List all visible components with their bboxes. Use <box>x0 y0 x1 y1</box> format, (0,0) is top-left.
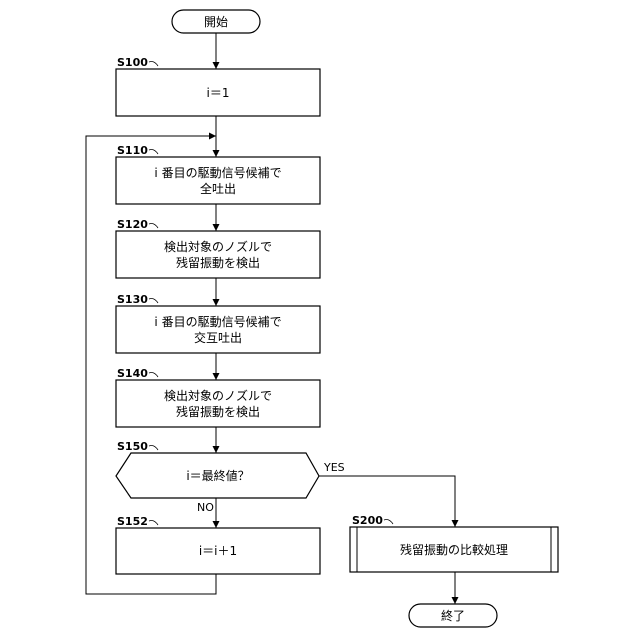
s100-step-label: S100 <box>117 56 148 69</box>
s150-line-1: i＝最終値？ <box>186 468 249 483</box>
edge-loop-back <box>86 136 216 594</box>
s100-label-tick <box>149 62 158 67</box>
s130-line-2: 交互吐出 <box>194 330 242 345</box>
s110-line-1: i 番目の駆動信号候補で <box>154 166 281 180</box>
s120-step-label: S120 <box>117 218 148 231</box>
start-terminal-text: 開始 <box>204 15 228 29</box>
s200-label-tick <box>384 520 393 525</box>
yes-branch-label: YES <box>323 461 345 474</box>
s130-process-box <box>116 306 320 353</box>
s130-step-label: S130 <box>117 293 148 306</box>
s130-label-tick <box>149 299 158 304</box>
s100-line-1: i＝1 <box>207 86 230 100</box>
s200-step-label: S200 <box>352 514 383 527</box>
end-terminal-text: 終了 <box>441 608 465 623</box>
s150-step-label: S150 <box>117 440 148 453</box>
s152-step-label: S152 <box>117 515 148 528</box>
s140-process-box <box>116 380 320 427</box>
s140-label-tick <box>149 373 158 378</box>
s110-line-2: 全吐出 <box>200 181 236 196</box>
s200-line-1: 残留振動の比較処理 <box>400 542 508 557</box>
s140-step-label: S140 <box>117 367 148 380</box>
s120-line-1: 検出対象のノズルで <box>164 239 272 254</box>
s120-label-tick <box>149 224 158 229</box>
s110-process-box <box>116 157 320 204</box>
no-branch-label: NO <box>197 501 214 514</box>
s152-line-1: i＝i＋1 <box>199 544 237 558</box>
s110-step-label: S110 <box>117 144 148 157</box>
s120-line-2: 残留振動を検出 <box>176 256 260 270</box>
s120-process-box <box>116 231 320 278</box>
s140-line-1: 検出対象のノズルで <box>164 388 272 403</box>
s130-line-1: i 番目の駆動信号候補で <box>154 315 281 329</box>
s152-label-tick <box>149 521 158 526</box>
s150-label-tick <box>149 446 158 451</box>
s110-label-tick <box>149 150 158 155</box>
s140-line-2: 残留振動を検出 <box>176 405 260 419</box>
